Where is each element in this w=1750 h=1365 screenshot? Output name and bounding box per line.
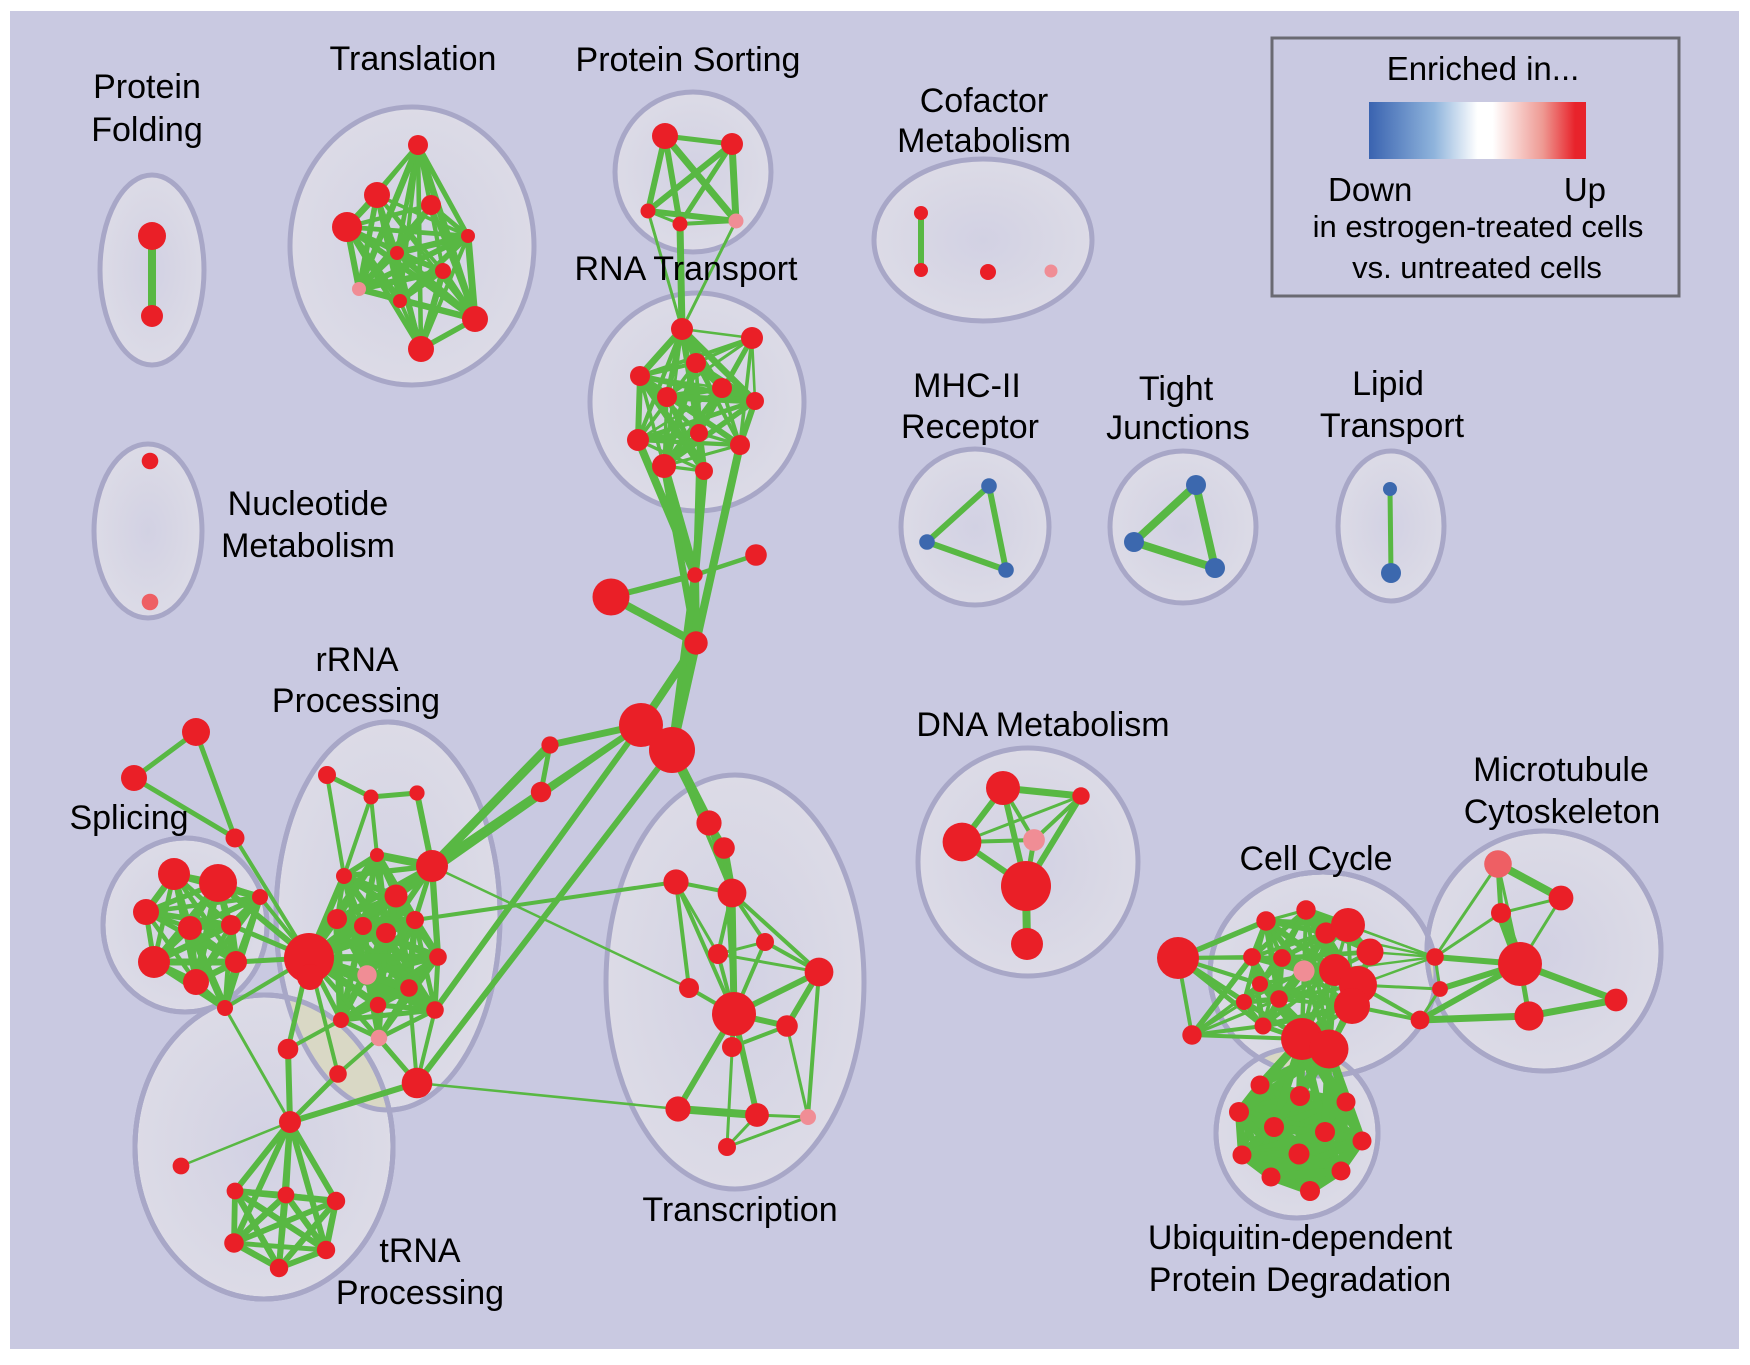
svg-text:DNA Metabolism: DNA Metabolism [916,706,1169,744]
svg-text:rRNA: rRNA [315,641,398,679]
svg-text:MHC-II: MHC-II [913,367,1021,405]
svg-text:Enriched in...: Enriched in... [1387,50,1580,87]
svg-text:Transcription: Transcription [642,1191,837,1229]
svg-text:Translation: Translation [330,40,497,78]
svg-text:Transport: Transport [1320,407,1465,445]
svg-text:Junctions: Junctions [1106,409,1250,447]
svg-text:Cell Cycle: Cell Cycle [1239,840,1392,878]
svg-text:Protein Sorting: Protein Sorting [576,41,801,79]
svg-text:Down: Down [1328,171,1412,208]
svg-text:vs. untreated cells: vs. untreated cells [1352,250,1602,285]
svg-text:Nucleotide: Nucleotide [228,485,389,523]
svg-text:Processing: Processing [336,1274,504,1312]
svg-text:Tight: Tight [1139,370,1214,408]
svg-text:Ubiquitin-dependent: Ubiquitin-dependent [1148,1219,1453,1257]
svg-text:Lipid: Lipid [1352,365,1424,403]
svg-text:Microtubule: Microtubule [1473,751,1649,789]
svg-text:Protein Degradation: Protein Degradation [1149,1261,1451,1299]
svg-text:in estrogen-treated cells: in estrogen-treated cells [1313,209,1644,244]
svg-text:Metabolism: Metabolism [221,527,395,565]
svg-text:Protein: Protein [93,68,201,106]
svg-text:Metabolism: Metabolism [897,122,1071,160]
svg-text:Splicing: Splicing [69,799,188,837]
svg-text:RNA Transport: RNA Transport [575,250,799,288]
svg-text:Cofactor: Cofactor [920,82,1049,120]
svg-text:Up: Up [1564,171,1606,208]
svg-text:Folding: Folding [91,111,203,149]
svg-text:Processing: Processing [272,682,440,720]
svg-text:tRNA: tRNA [379,1232,461,1270]
svg-text:Cytoskeleton: Cytoskeleton [1464,793,1661,831]
svg-text:Receptor: Receptor [901,408,1039,446]
